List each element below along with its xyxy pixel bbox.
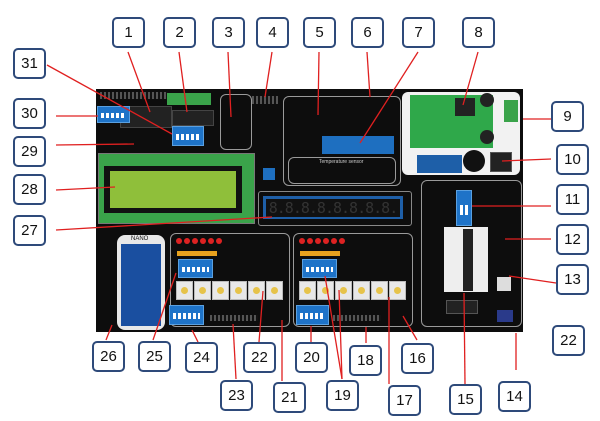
inductor [455, 98, 475, 116]
push-button[interactable] [371, 281, 388, 300]
dip-switch[interactable] [302, 259, 337, 278]
push-button[interactable] [266, 281, 283, 300]
push-button[interactable] [194, 281, 211, 300]
callout-12: 12 [556, 224, 589, 255]
callout-1: 1 [112, 17, 145, 48]
callout-22: 22 [243, 342, 276, 373]
callout-29: 29 [13, 136, 46, 167]
ir-receiver [497, 310, 513, 322]
callout-15: 15 [449, 384, 482, 415]
callout-16: 16 [401, 343, 434, 374]
callout-30: 30 [13, 98, 46, 129]
callout-26: 26 [92, 341, 125, 372]
header-pins [100, 92, 168, 99]
led [200, 238, 206, 244]
resistor-array [300, 251, 340, 256]
seven-segment-module: 8.8.8.8.8.8.8.8. [263, 196, 403, 219]
programmer-area [421, 180, 522, 327]
push-button[interactable] [248, 281, 265, 300]
callout-19: 19 [326, 380, 359, 411]
mode-select-dip[interactable] [456, 190, 472, 226]
dip-switch[interactable] [178, 259, 213, 278]
temperature-sensor-box: Temperature sensor [288, 157, 396, 184]
dip-switch[interactable] [97, 106, 130, 123]
nano-label: NANO [131, 236, 149, 242]
buzzer [463, 150, 485, 172]
ic-chip [172, 110, 214, 126]
led [176, 238, 182, 244]
power-terminal [504, 100, 518, 122]
callout-8: 8 [462, 17, 495, 48]
callout-22-right: 22 [552, 325, 585, 356]
callout-10: 10 [556, 144, 589, 175]
reset-button[interactable] [497, 277, 511, 291]
temperature-label: Temperature sensor [319, 159, 364, 165]
ic-chip [446, 300, 478, 314]
resistor-array [177, 251, 217, 256]
callout-23: 23 [220, 380, 253, 411]
lcd-contrast-pot[interactable] [263, 168, 275, 180]
callout-2: 2 [163, 17, 196, 48]
callout-14: 14 [498, 381, 531, 412]
push-button[interactable] [353, 281, 370, 300]
potentiometers[interactable] [322, 136, 394, 154]
callout-25: 25 [138, 341, 171, 372]
callout-11: 11 [556, 184, 589, 215]
lcd-screen [110, 171, 236, 208]
callout-4: 4 [256, 17, 289, 48]
arduino-nano: NANO [121, 236, 161, 326]
capacitor [480, 93, 494, 107]
ic-socket [463, 229, 473, 291]
push-button[interactable] [389, 281, 406, 300]
led [192, 238, 198, 244]
callout-28: 28 [13, 174, 46, 205]
dip-switch[interactable] [169, 305, 204, 325]
sensor-area [283, 96, 401, 186]
callout-31: 31 [13, 48, 46, 79]
led [339, 238, 345, 244]
port-box-left [170, 233, 290, 327]
led [184, 238, 190, 244]
led [331, 238, 337, 244]
callout-18: 18 [349, 345, 382, 376]
push-button[interactable] [299, 281, 316, 300]
power-module [410, 95, 493, 148]
callout-9: 9 [551, 101, 584, 132]
port-box-right [293, 233, 413, 327]
wifi-module-area [220, 94, 252, 150]
header-pins [252, 96, 278, 104]
callout-21: 21 [273, 382, 306, 413]
led [323, 238, 329, 244]
header-pins [333, 315, 381, 321]
callout-13: 13 [556, 264, 589, 295]
dip-switch[interactable] [172, 126, 204, 146]
led [216, 238, 222, 244]
callout-27: 27 [13, 215, 46, 246]
seven-segment-display: 8.8.8.8.8.8.8.8. [265, 198, 401, 217]
callout-24: 24 [185, 342, 218, 373]
led [307, 238, 313, 244]
header-pins [210, 315, 258, 321]
terminal-block [167, 93, 211, 105]
capacitor [480, 130, 494, 144]
push-button[interactable] [176, 281, 193, 300]
dip-switch[interactable] [296, 305, 329, 325]
callout-5: 5 [303, 17, 336, 48]
callout-6: 6 [351, 17, 384, 48]
led [315, 238, 321, 244]
sensor-module [417, 155, 462, 173]
push-button[interactable] [212, 281, 229, 300]
callout-20: 20 [295, 342, 328, 373]
callout-3: 3 [212, 17, 245, 48]
seven-segment-area [258, 191, 412, 226]
led [299, 238, 305, 244]
callout-7: 7 [402, 17, 435, 48]
callout-17: 17 [388, 385, 421, 416]
dc-jack[interactable] [490, 152, 512, 172]
push-button[interactable] [230, 281, 247, 300]
led [208, 238, 214, 244]
